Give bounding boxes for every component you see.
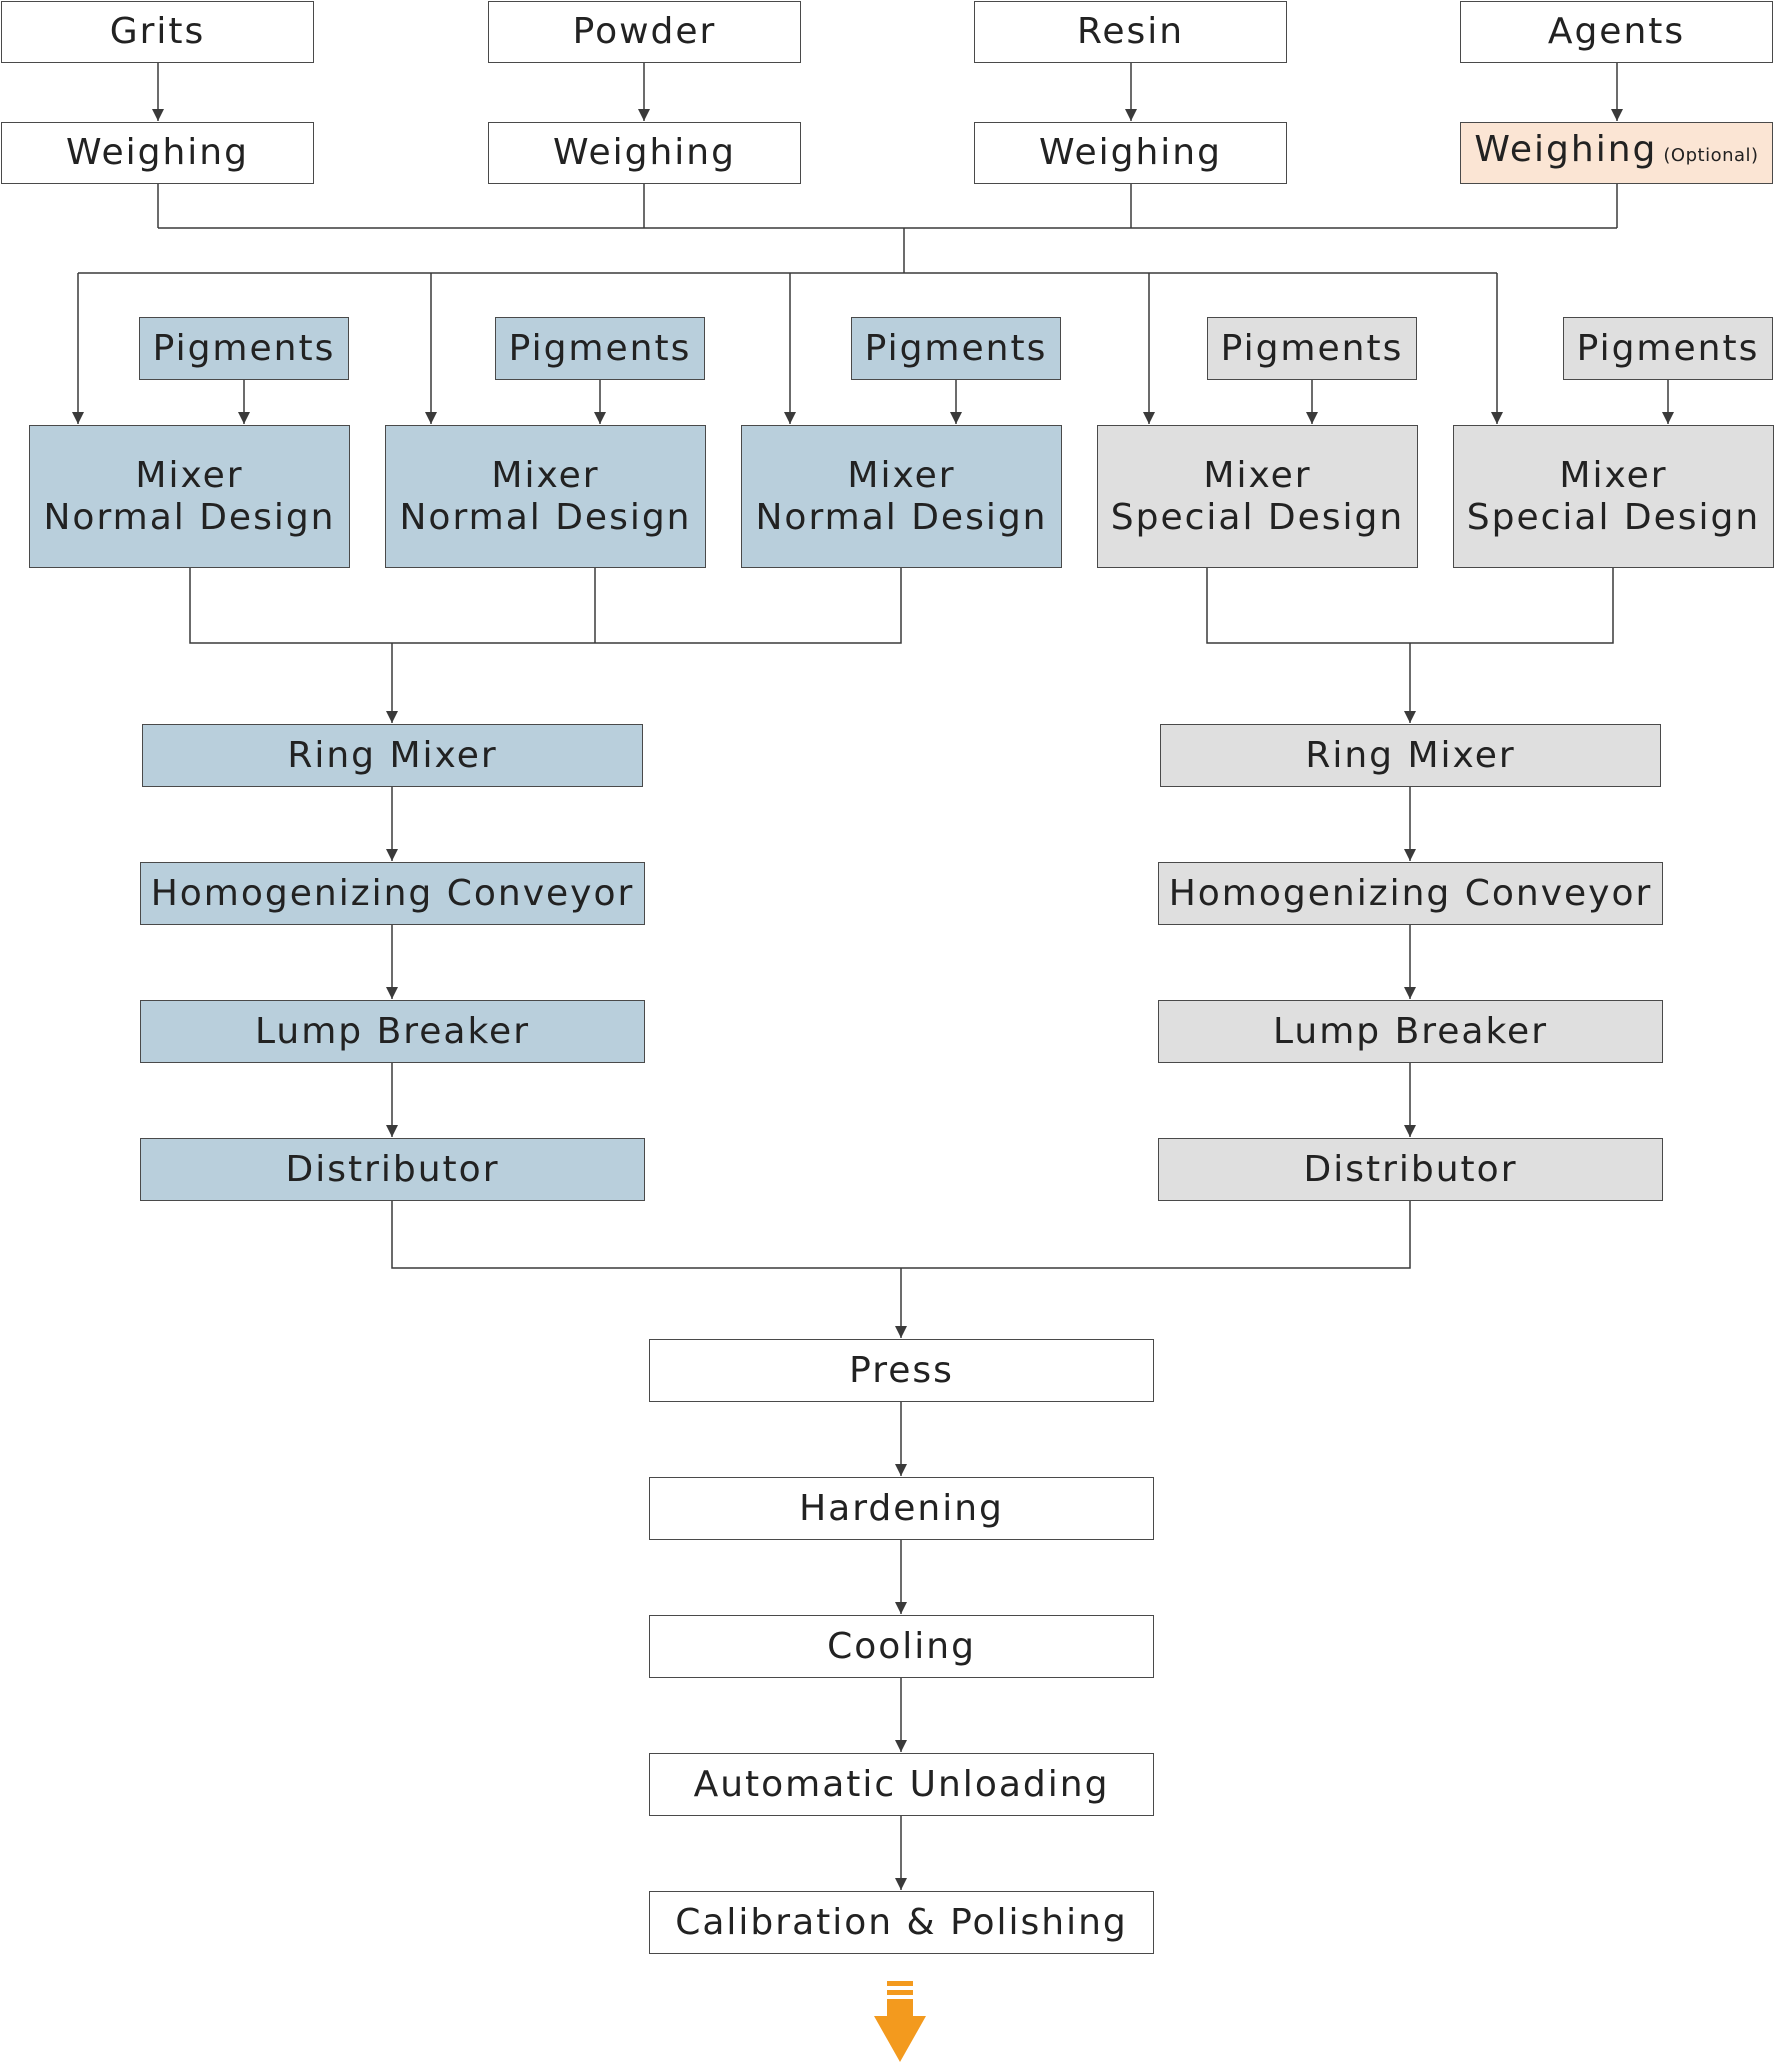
special-lump-breaker: Lump Breaker — [1158, 1000, 1663, 1063]
input-powder: Powder — [488, 1, 801, 63]
mixer-design: Normal Design — [43, 496, 336, 538]
special-ring-mixer: Ring Mixer — [1160, 724, 1661, 787]
weighing-powder: Weighing — [488, 122, 801, 184]
weighing-agents-optional: Weighing (Optional) — [1460, 122, 1773, 184]
input-grits: Grits — [1, 1, 314, 63]
mixer-title: Mixer — [135, 455, 244, 497]
mixer-title: Mixer — [1203, 455, 1312, 497]
normal-ring-mixer: Ring Mixer — [142, 724, 643, 787]
input-agents: Agents — [1460, 1, 1773, 63]
pigments-box-5: Pigments — [1563, 317, 1773, 380]
special-mixers-collector — [1206, 568, 1614, 644]
mixer-special-2: Mixer Special Design — [1453, 425, 1774, 568]
normal-homogenizing-conveyor: Homogenizing Conveyor — [140, 862, 645, 925]
normal-distributor: Distributor — [140, 1138, 645, 1201]
mixer-normal-2: Mixer Normal Design — [385, 425, 706, 568]
automatic-unloading-step: Automatic Unloading — [649, 1753, 1154, 1816]
cooling-step: Cooling — [649, 1615, 1154, 1678]
weighing-resin: Weighing — [974, 122, 1287, 184]
normal-lump-breaker: Lump Breaker — [140, 1000, 645, 1063]
mixer-title: Mixer — [491, 455, 600, 497]
mixer-design: Special Design — [1466, 496, 1761, 538]
pigments-box-3: Pigments — [851, 317, 1061, 380]
special-distributor: Distributor — [1158, 1138, 1663, 1201]
pigments-box-4: Pigments — [1207, 317, 1417, 380]
hardening-step: Hardening — [649, 1477, 1154, 1540]
mixer-special-1: Mixer Special Design — [1097, 425, 1418, 568]
distributors-collector — [391, 1201, 1411, 1269]
mixer-normal-3: Mixer Normal Design — [741, 425, 1062, 568]
pigments-box-1: Pigments — [139, 317, 349, 380]
mixer-title: Mixer — [847, 455, 956, 497]
mixer-design: Normal Design — [399, 496, 692, 538]
special-homogenizing-conveyor: Homogenizing Conveyor — [1158, 862, 1663, 925]
normal-mixers-collector — [189, 568, 902, 644]
mixer-title: Mixer — [1559, 455, 1668, 497]
input-resin: Resin — [974, 1, 1287, 63]
optional-note: (Optional) — [1663, 145, 1759, 166]
mixer-design: Normal Design — [755, 496, 1048, 538]
mixer-design: Special Design — [1110, 496, 1405, 538]
weighing-agents-label: Weighing — [1474, 129, 1658, 170]
calibration-polishing-step: Calibration & Polishing — [649, 1891, 1154, 1954]
down-arrow-icon — [874, 1981, 926, 2062]
pigments-box-2: Pigments — [495, 317, 705, 380]
weighing-grits: Weighing — [1, 122, 314, 184]
mixer-normal-1: Mixer Normal Design — [29, 425, 350, 568]
press-step: Press — [649, 1339, 1154, 1402]
